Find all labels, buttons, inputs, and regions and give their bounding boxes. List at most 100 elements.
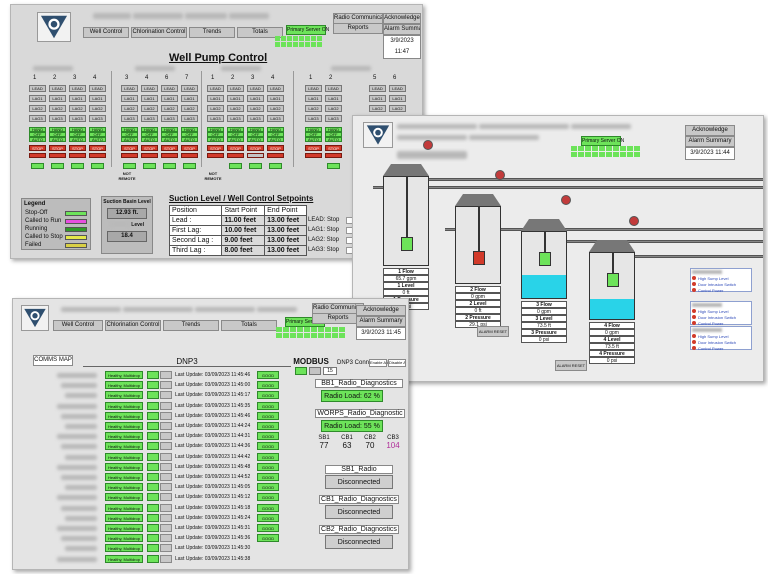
well-mode-button[interactable]: LEAD [207,85,224,92]
alarm-summary-button[interactable]: Alarm Summary [685,136,735,147]
enable-toggle[interactable] [147,442,159,451]
stop-button[interactable]: STOP [267,145,284,151]
disable-toggle[interactable] [160,513,172,522]
disable-toggle[interactable] [160,411,172,420]
well-mode-button[interactable]: LEAD [141,85,158,92]
hand-off-auto-button[interactable]: HAND [161,127,178,132]
disable-toggle[interactable] [160,371,172,379]
hand-off-auto-button[interactable]: AUTO [89,137,106,142]
hand-off-auto-button[interactable]: AUTO [121,137,138,142]
hand-off-auto-button[interactable]: OFF [227,132,244,137]
enable-toggle[interactable] [147,513,159,522]
disable-toggle[interactable] [160,381,172,390]
alarm-reset-button[interactable]: ALARM RESET [555,360,587,371]
nav-well-control[interactable]: Well Control [53,320,103,331]
well-mode-button[interactable]: LAG1 [161,95,178,102]
hand-off-auto-button[interactable]: HAND [121,127,138,132]
well-mode-button[interactable]: LAG2 [121,105,138,112]
stop-button[interactable]: STOP [325,145,342,151]
stop-button[interactable]: STOP [207,145,224,151]
well-mode-button[interactable]: LAG3 [69,115,86,122]
disable-toggle[interactable] [160,442,172,451]
well-mode-button[interactable]: LAG1 [29,95,46,102]
hand-off-auto-button[interactable]: AUTO [161,137,178,142]
hand-off-auto-button[interactable]: OFF [89,132,106,137]
well-mode-button[interactable]: LAG3 [181,115,198,122]
well-mode-button[interactable]: LAG2 [69,105,86,112]
enable-toggle[interactable] [147,432,159,441]
hand-off-auto-button[interactable]: OFF [305,132,322,137]
hand-off-auto-button[interactable]: AUTO [247,137,264,142]
setpoint-start[interactable]: 11.00 feet [221,215,266,226]
hand-off-auto-button[interactable]: AUTO [181,137,198,142]
nav-chlorination-control[interactable]: Chlorination Control [131,27,187,38]
stop-button[interactable]: STOP [49,145,66,151]
well-mode-button[interactable]: LEAD [267,85,284,92]
well-mode-button[interactable]: LAG1 [325,95,342,102]
disable-toggle[interactable] [160,524,172,532]
hand-off-auto-button[interactable]: AUTO [325,137,342,142]
reports-button[interactable]: Reports [333,23,383,34]
well-mode-button[interactable]: LAG1 [181,95,198,102]
well-mode-button[interactable]: LEAD [227,85,244,92]
hand-off-auto-button[interactable]: OFF [141,132,158,137]
enable-toggle[interactable] [147,371,159,379]
enable-toggle[interactable] [147,401,159,410]
setpoint-end[interactable]: 13.00 feet [264,245,307,256]
enable-toggle[interactable] [147,554,159,563]
enable-all-button[interactable]: Enable All [369,359,387,367]
well-mode-button[interactable]: LAG2 [141,105,158,112]
well-mode-button[interactable]: LEAD [305,85,322,92]
stop-button[interactable]: STOP [29,145,46,151]
hand-off-auto-button[interactable]: HAND [267,127,284,132]
well-mode-button[interactable]: LAG2 [49,105,66,112]
disable-toggle[interactable] [160,422,172,430]
hand-off-auto-button[interactable]: HAND [305,127,322,132]
hand-off-auto-button[interactable]: OFF [69,132,86,137]
stop-button[interactable]: STOP [247,145,264,151]
hand-off-auto-button[interactable]: HAND [227,127,244,132]
well-mode-button[interactable]: LAG3 [141,115,158,122]
hand-off-auto-button[interactable]: AUTO [305,137,322,142]
enable-toggle[interactable] [147,483,159,492]
alarm-summary-button[interactable]: Alarm Summary [356,316,406,327]
setpoint-start[interactable]: 9.00 feet [221,235,266,246]
alarm-summary-button[interactable]: Alarm Summary [383,24,421,35]
stop-button[interactable]: STOP [121,145,138,151]
well-mode-button[interactable]: LAG3 [247,115,264,122]
stop-button[interactable]: STOP [305,145,322,151]
well-mode-button[interactable]: LEAD [89,85,106,92]
disable-all-button[interactable]: Disable All [388,359,406,367]
well-mode-button[interactable]: LAG1 [207,95,224,102]
well-mode-button[interactable]: LAG2 [89,105,106,112]
hand-off-auto-button[interactable]: HAND [49,127,66,132]
enable-toggle[interactable] [147,391,159,400]
stop-button[interactable]: STOP [161,145,178,151]
hand-off-auto-button[interactable]: OFF [49,132,66,137]
hand-off-auto-button[interactable]: AUTO [69,137,86,142]
nav-well-control[interactable]: Well Control [83,27,129,38]
well-mode-button[interactable]: LAG1 [389,95,406,102]
hand-off-auto-button[interactable]: OFF [121,132,138,137]
well-mode-button[interactable]: LEAD [69,85,86,92]
well-mode-button[interactable]: LAG2 [181,105,198,112]
hand-off-auto-button[interactable]: OFF [29,132,46,137]
well-mode-button[interactable]: LAG2 [325,105,342,112]
setpoint-start[interactable]: 8.00 feet [221,245,266,256]
well-mode-button[interactable]: LEAD [29,85,46,92]
hand-off-auto-button[interactable]: AUTO [207,137,224,142]
acknowledge-button[interactable]: Acknowledge [685,125,735,136]
well-mode-button[interactable]: LAG2 [389,105,406,112]
well-mode-button[interactable]: LAG2 [207,105,224,112]
setpoint-end[interactable]: 13.00 feet [264,235,307,246]
enable-toggle[interactable] [147,381,159,390]
disable-toggle[interactable] [160,401,172,410]
well-mode-button[interactable]: LAG2 [305,105,322,112]
enable-toggle[interactable] [147,411,159,420]
hand-off-auto-button[interactable]: HAND [181,127,198,132]
well-mode-button[interactable]: LAG1 [369,95,386,102]
well-mode-button[interactable]: LAG3 [161,115,178,122]
enable-toggle[interactable] [147,544,159,553]
stop-button[interactable]: STOP [181,145,198,151]
well-mode-button[interactable]: LAG1 [89,95,106,102]
